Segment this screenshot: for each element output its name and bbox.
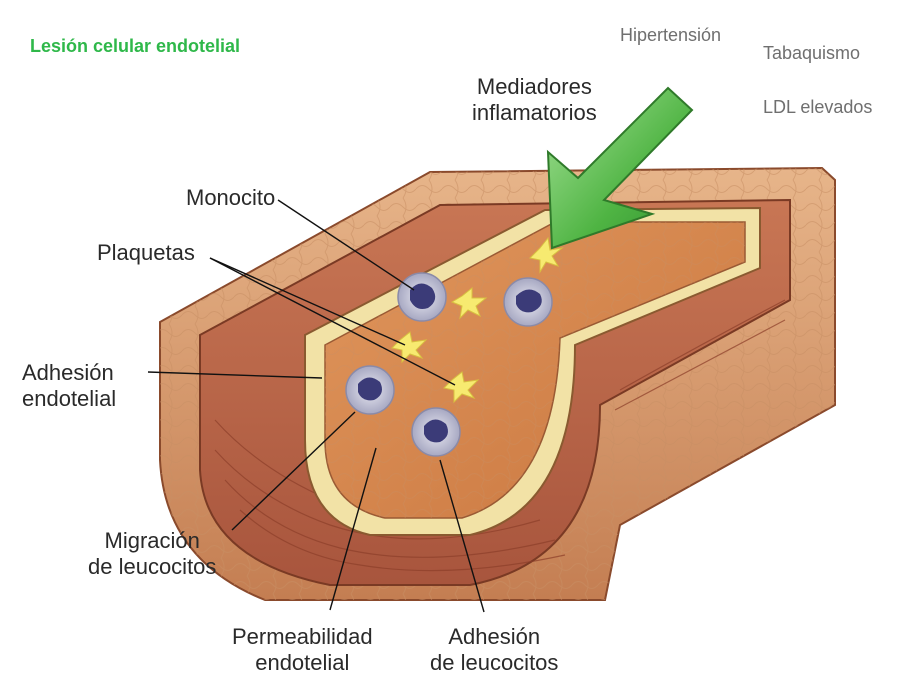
monocyte-icon (504, 278, 552, 326)
label-mediators-line2: inflamatorios (472, 100, 597, 126)
label-mediators-line1: Mediadores (472, 74, 597, 100)
label-endothelial-adhesion: Adhesión endotelial (22, 360, 116, 412)
monocyte-icon (412, 408, 460, 456)
diagram-title: Lesión celular endotelial (30, 36, 240, 57)
risk-hypertension: Hipertensión (620, 22, 721, 48)
label-leukocyte-adhesion: Adhesión de leucocitos (430, 624, 558, 676)
label-endothelial-adhesion-line1: Adhesión (22, 360, 116, 386)
monocyte-icon (398, 273, 446, 321)
label-platelets: Plaquetas (97, 240, 195, 266)
label-endothelial-permeability: Permeabilidad endotelial (232, 624, 373, 676)
label-leukocyte-adhesion-line2: de leucocitos (430, 650, 558, 676)
label-leukocyte-migration-line1: Migración (88, 528, 216, 554)
label-leukocyte-adhesion-line1: Adhesión (430, 624, 558, 650)
risk-ldl: LDL elevados (763, 94, 872, 120)
label-endothelial-adhesion-line2: endotelial (22, 386, 116, 412)
label-monocyte: Monocito (186, 185, 275, 211)
label-endothelial-permeability-line2: endotelial (232, 650, 373, 676)
monocyte-icon (346, 366, 394, 414)
label-leukocyte-migration: Migración de leucocitos (88, 528, 216, 580)
risk-smoking: Tabaquismo (763, 40, 860, 66)
label-endothelial-permeability-line1: Permeabilidad (232, 624, 373, 650)
label-leukocyte-migration-line2: de leucocitos (88, 554, 216, 580)
label-mediators: Mediadores inflamatorios (472, 74, 597, 126)
